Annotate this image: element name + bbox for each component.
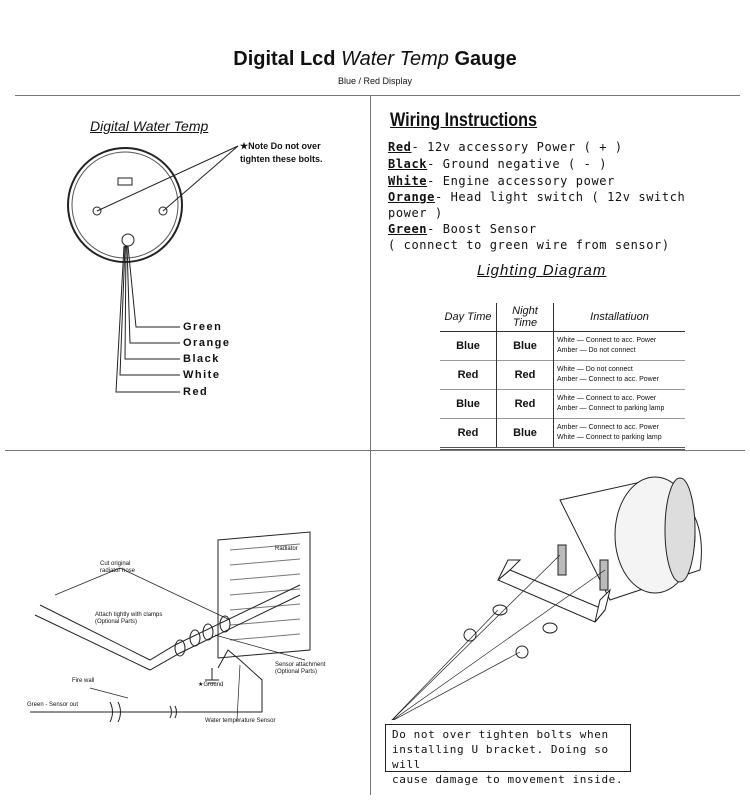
bolt bbox=[158, 206, 168, 216]
gauge-body bbox=[559, 476, 702, 601]
callout-lines bbox=[54, 567, 306, 721]
gauge-body bbox=[67, 147, 183, 263]
wire-label-white: White bbox=[183, 369, 221, 381]
gauge-wiring-diagram bbox=[67, 145, 239, 393]
wire-label-red: Red bbox=[183, 386, 209, 398]
wiring-line: White- Engine accessory power bbox=[388, 174, 615, 188]
divider bbox=[370, 95, 371, 450]
wiring-line: Black- Ground negative ( - ) bbox=[388, 157, 608, 171]
wiring-title: Wiring Instructions bbox=[390, 110, 538, 131]
green-sensor-out-label: Green - Sensor out bbox=[27, 702, 79, 708]
wiring-line: Orange- Head light switch ( 12v switch bbox=[388, 190, 686, 204]
firewall-label: Fire wall bbox=[72, 678, 95, 684]
radiator-label: Radiator bbox=[275, 546, 298, 552]
divider bbox=[5, 450, 745, 451]
lighting-title: Lighting Diagram bbox=[477, 262, 607, 279]
wire-label-black: Black bbox=[183, 353, 220, 365]
lcd-display bbox=[117, 177, 133, 186]
table-header: Day Time Night Time Installatiuon bbox=[440, 303, 685, 332]
nuts-washers bbox=[463, 604, 558, 659]
divider bbox=[370, 450, 371, 795]
wire-label-green: Green bbox=[183, 321, 223, 333]
wiring-line: power ) bbox=[388, 206, 443, 220]
bolt bbox=[92, 206, 102, 216]
bracket-diagram bbox=[391, 476, 702, 720]
lighting-table: Day Time Night Time Installatiuon Blue B… bbox=[440, 303, 685, 450]
wire-label-orange: Orange bbox=[183, 337, 231, 349]
wiring-line: Red- 12v accessory Power ( + ) bbox=[388, 140, 623, 154]
gauge-heading: Digital Water Temp bbox=[90, 118, 209, 134]
water-sensor-label: Water temperature Sensor bbox=[205, 718, 276, 724]
u-bracket bbox=[497, 559, 611, 623]
wire-bundle bbox=[115, 245, 180, 393]
page-subtitle: Blue / Red Display bbox=[337, 76, 413, 86]
radiator-hose bbox=[30, 584, 301, 723]
radiator-install-diagram bbox=[30, 531, 311, 723]
clamps-label: Attach tightly with clamps(Optional Part… bbox=[95, 612, 163, 625]
divider bbox=[15, 95, 740, 96]
sensor-attachment-label: Sensor attachment(Optional Parts) bbox=[275, 662, 326, 675]
wire-grommet bbox=[121, 233, 135, 247]
warning-box: Do not over tighten bolts when installin… bbox=[385, 724, 631, 786]
pointer-lines bbox=[391, 554, 606, 720]
wiring-line: Green- Boost Sensor bbox=[388, 222, 537, 236]
wiring-line: ( connect to green wire from sensor) bbox=[388, 238, 670, 252]
bolts bbox=[557, 544, 609, 591]
radiator bbox=[217, 531, 311, 659]
ground-label: ★Ground bbox=[198, 682, 224, 688]
page-title: Digital Lcd Water Temp Gauge bbox=[233, 48, 517, 70]
